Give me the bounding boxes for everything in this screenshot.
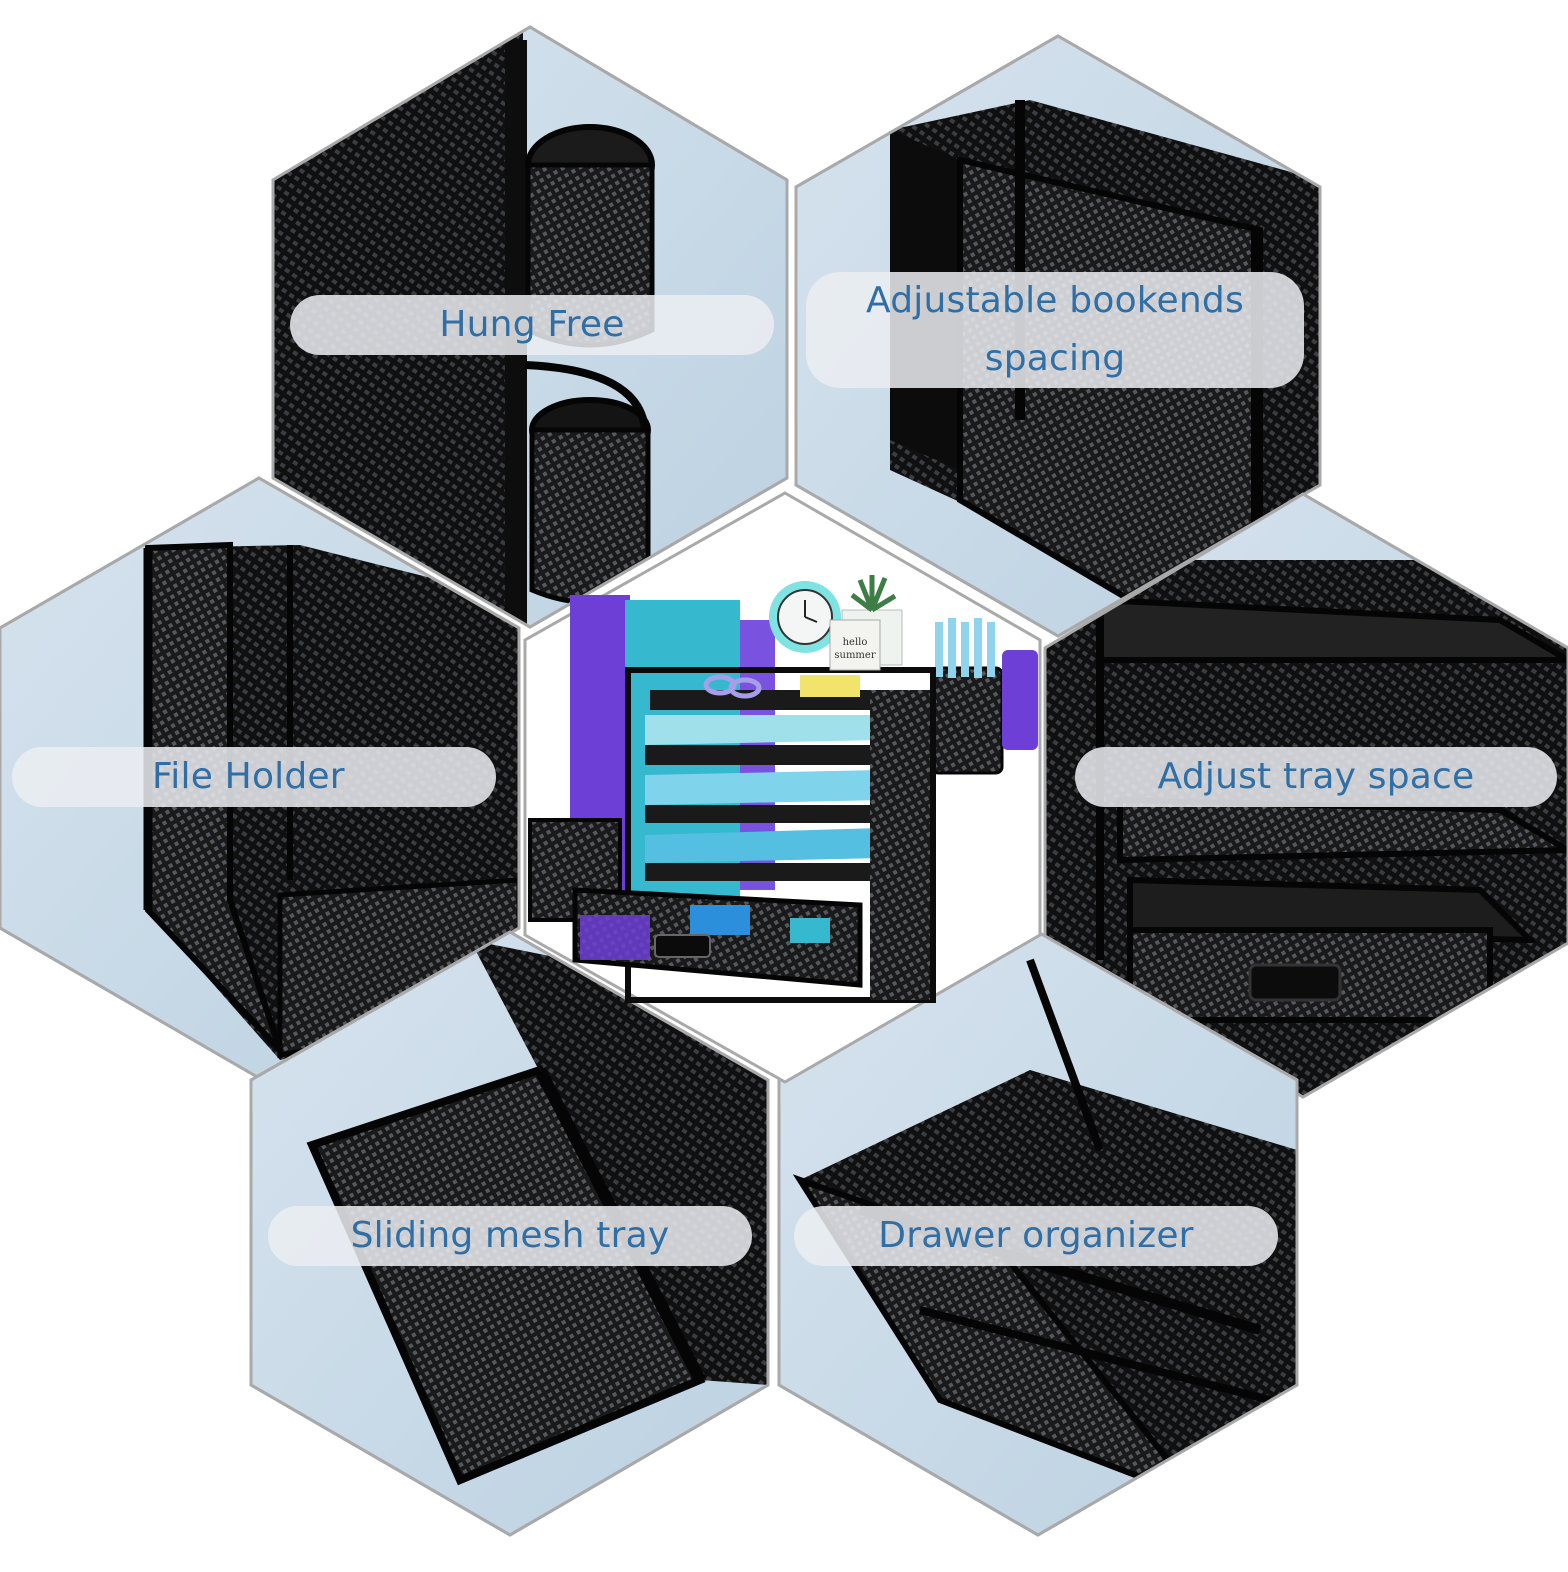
label-adjust-tray: Adjust tray space xyxy=(1075,747,1557,807)
label-sliding-tray: Sliding mesh tray xyxy=(268,1206,752,1266)
card-text-line2: summer xyxy=(834,650,875,661)
drawer xyxy=(572,887,863,988)
card-text-line1: hello xyxy=(843,637,868,648)
label-hung-free-text: Hung Free xyxy=(439,304,625,345)
label-drawer-organizer-text: Drawer organizer xyxy=(878,1215,1194,1256)
label-adjustable-bookends: Adjustable bookends spacing xyxy=(806,272,1304,388)
label-bookends-line1: Adjustable bookends xyxy=(866,280,1244,321)
label-bookends-line2: spacing xyxy=(984,338,1126,379)
pen-cup xyxy=(930,666,1004,775)
hex-product-center: hello summer xyxy=(523,491,1042,1084)
label-sliding-tray-text: Sliding mesh tray xyxy=(350,1215,670,1256)
organizer-frame xyxy=(625,667,936,1003)
label-file-holder: File Holder xyxy=(12,747,496,807)
hello-summer-card xyxy=(829,619,881,671)
label-adjust-tray-text: Adjust tray space xyxy=(1157,756,1475,797)
label-file-holder-text: File Holder xyxy=(152,756,345,797)
label-drawer-organizer: Drawer organizer xyxy=(794,1206,1278,1266)
label-hung-free: Hung Free xyxy=(290,295,774,355)
